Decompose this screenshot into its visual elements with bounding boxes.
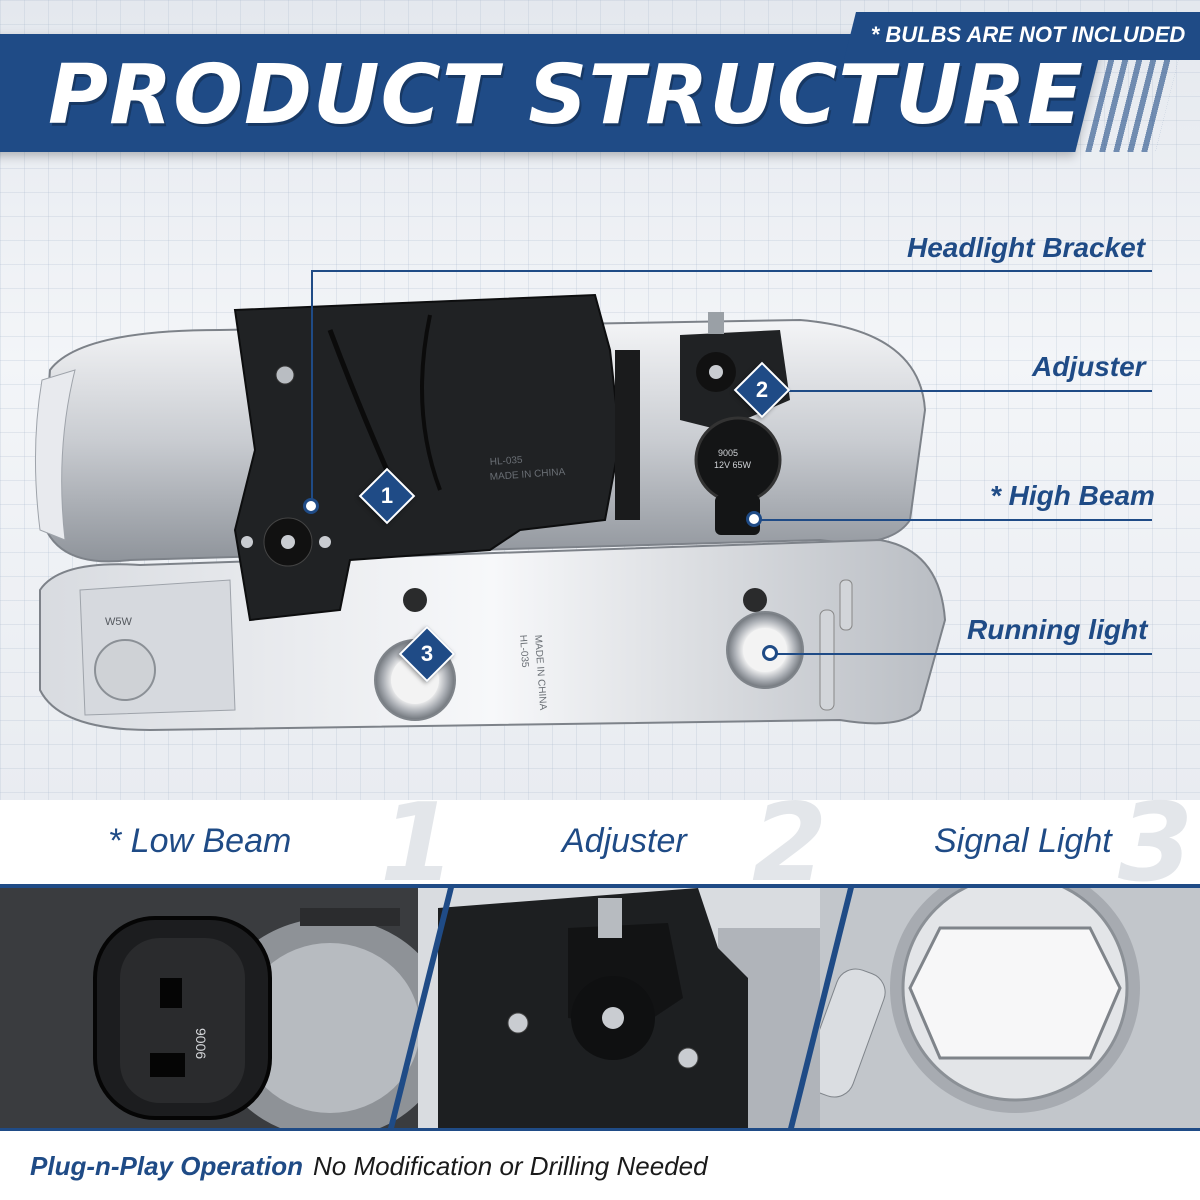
footer-no-modification: No Modification or Drilling Needed — [313, 1151, 708, 1181]
feature-strip: 1 * Low Beam 2 Adjuster 3 Signal Light — [0, 790, 1200, 898]
strip-divider — [0, 884, 1200, 888]
made-in-lower: MADE IN CHINA — [532, 634, 548, 710]
callout-high-beam: * High Beam — [990, 480, 1155, 511]
product-structure-section: PRODUCT STRUCTURE — [0, 0, 1200, 800]
page-title: PRODUCT STRUCTURE — [48, 48, 1084, 143]
feature-number-2: 2 — [752, 781, 828, 906]
leader-headlight-bracket — [312, 270, 1152, 272]
lamp-code-upper: HL-035 — [489, 455, 523, 468]
footer-plug-n-play: Plug-n-Play Operation — [30, 1151, 304, 1181]
feature-number-1: 1 — [380, 781, 456, 906]
made-in-upper: MADE IN CHINA — [489, 467, 565, 483]
feature-low-beam: 1 * Low Beam — [0, 790, 455, 898]
feature-number-3: 3 — [1118, 781, 1194, 906]
callout-adjuster: Adjuster — [1032, 351, 1146, 382]
feature-signal-light: 3 Signal Light — [800, 790, 1200, 898]
feature-adjuster: 2 Adjuster — [400, 790, 827, 898]
feature-label-adjuster: Adjuster — [562, 822, 687, 860]
feature-label-low-beam: * Low Beam — [108, 822, 292, 860]
bulbs-not-included-text: * BULBS ARE NOT INCLUDED — [870, 22, 1186, 47]
headlight-assembly-illustration: 9005 12V 65W HL-035 MADE IN CHINA HL-035… — [34, 293, 947, 732]
leader-headlight-bracket-vertical — [311, 270, 313, 506]
callout-running-light: Running light — [967, 614, 1148, 645]
marker-running-light — [762, 645, 778, 661]
leader-adjuster — [765, 390, 1152, 392]
leader-high-beam — [756, 519, 1152, 521]
detail-panels: 9006 — [0, 888, 1200, 1128]
panel-low-beam-connector: 9006 — [0, 888, 440, 1128]
callout-headlight-bracket: Headlight Bracket — [907, 232, 1146, 263]
marker-high-beam — [746, 511, 762, 527]
feature-label-signal-light: Signal Light — [934, 822, 1112, 860]
bulb-code-9005: 9005 — [718, 448, 738, 458]
bulb-rating: 12V 65W — [714, 460, 752, 470]
leader-running-light — [770, 653, 1152, 655]
footer-note: Plug-n-Play Operation No Modification or … — [30, 1151, 708, 1182]
lamp-code-lower: HL-035 — [517, 634, 530, 668]
connector-code-9006: 9006 — [193, 1028, 209, 1059]
marker-headlight-bracket — [303, 498, 319, 514]
panel-signal-light — [820, 888, 1200, 1128]
w5w-label: W5W — [105, 616, 133, 628]
footer-bar: Plug-n-Play Operation No Modification or … — [0, 1128, 1200, 1200]
panel-adjuster — [418, 888, 838, 1128]
